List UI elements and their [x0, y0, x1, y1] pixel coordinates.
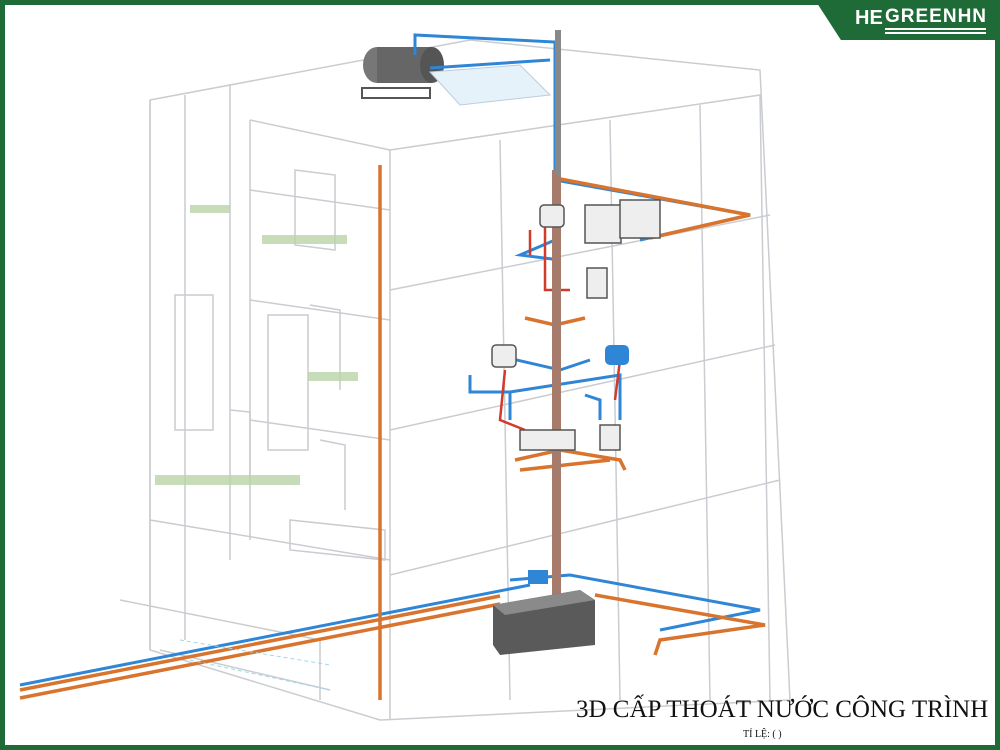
building-outline	[119, 39, 791, 721]
pump	[528, 570, 548, 584]
drain-pipes	[19, 165, 766, 700]
soil-stack	[552, 170, 561, 600]
dryer	[619, 199, 661, 239]
vent-stack	[555, 30, 561, 175]
underground-tank	[493, 590, 595, 655]
washer	[584, 204, 622, 244]
hot-water-pipes	[498, 225, 622, 432]
roof-panel	[428, 64, 552, 106]
planters	[155, 205, 358, 485]
toilet-lower	[599, 424, 621, 451]
drawing-title: 3D CẤP THOÁT NƯỚC CÔNG TRÌNH	[576, 696, 989, 723]
brand-name: GREENHN	[885, 6, 988, 27]
toilet-upper	[586, 267, 608, 299]
logo-mark-icon: HE	[855, 7, 883, 29]
logo-underline	[885, 32, 986, 34]
scale-label: TỈ LỆ: ( )	[743, 729, 782, 740]
ground-grid	[179, 639, 331, 691]
water-heater-lower	[491, 344, 517, 368]
bathtub	[519, 429, 576, 451]
pressure-tank	[605, 345, 629, 365]
logo-underline	[885, 28, 986, 30]
brand-logo: HE GREENHN	[815, 0, 1000, 40]
fixtures	[491, 199, 661, 451]
water-heater-upper	[539, 204, 565, 228]
